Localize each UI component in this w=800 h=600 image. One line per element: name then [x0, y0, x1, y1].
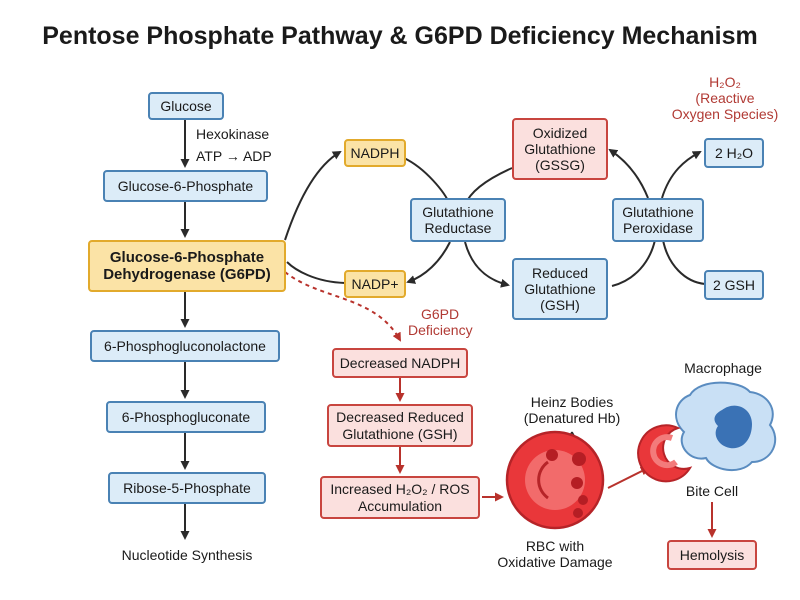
heinz-line2: (Denatured Hb) [523, 410, 621, 427]
nadph-label: NADPH [350, 144, 400, 161]
phosphogluconate-label: 6-Phosphogluconate [121, 408, 251, 425]
nucleotide-synthesis-label: Nucleotide Synthesis [121, 547, 253, 563]
nadp-label: NADP+ [351, 275, 399, 292]
arrow-rbc-to-bitecell [607, 467, 650, 489]
rbc-label: RBC with Oxidative Damage [490, 538, 620, 570]
g6p-label: Glucose-6-Phosphate [117, 177, 254, 194]
gsh-line1: Reduced [531, 264, 589, 281]
macrophage-graphic [675, 381, 777, 472]
h2o2-ros-label: H₂O₂ (Reactive Oxygen Species) [660, 74, 790, 122]
decreased-gsh-line2: Glutathione (GSH) [342, 425, 458, 442]
arrow-reductase-to-nadp [406, 241, 451, 284]
g6pd-line2: Dehydrogenase (G6PD) [103, 266, 271, 283]
box-increased-ros: Increased H₂O₂ / ROS Accumulation [320, 476, 480, 519]
increased-line1: Increased H₂O₂ / ROS [330, 481, 470, 498]
gssg-line2: Glutathione [524, 140, 596, 157]
rbc-line2: Oxidative Damage [497, 554, 613, 571]
reductase-line1: Glutathione [422, 203, 494, 220]
macrophage-label: Macrophage [684, 360, 762, 376]
box-ribose: Ribose-5-Phosphate [108, 472, 266, 504]
gssg-line3: (GSSG) [535, 157, 585, 174]
heinz-line1: Heinz Bodies [530, 394, 614, 410]
box-decreased-gsh: Decreased Reduced Glutathione (GSH) [327, 404, 473, 447]
box-2gsh: 2 GSH [704, 270, 764, 300]
ribose-label: Ribose-5-Phosphate [123, 479, 251, 496]
reductase-line2: Reductase [424, 220, 492, 236]
h2o2-line3: Oxygen Species) [671, 106, 779, 123]
gsh-line3: (GSH) [540, 297, 580, 314]
gsh2-label: 2 GSH [712, 276, 755, 293]
box-g6pd: Glucose-6-Phosphate Dehydrogenase (G6PD) [88, 240, 286, 292]
box-g6p: Glucose-6-Phosphate [103, 170, 268, 202]
atp-adp-label: ATP → ADP [196, 148, 272, 164]
box-decreased-nadph: Decreased NADPH [332, 348, 468, 378]
peroxidase-line1: Glutathione [622, 203, 694, 220]
glucose-label: Glucose [160, 97, 212, 114]
h2o-label: 2 H₂O [714, 144, 754, 161]
heinz-bodies-label: Heinz Bodies (Denatured Hb) [515, 394, 629, 426]
box-glutathione-peroxidase: Glutathione Peroxidase [612, 198, 704, 242]
decreased-gsh-line1: Decreased Reduced [336, 409, 464, 426]
peroxidase-line2: Peroxidase [622, 220, 694, 236]
diagram-title: Pentose Phosphate Pathway & G6PD Deficie… [42, 22, 758, 50]
decreased-nadph-label: Decreased NADPH [339, 354, 461, 371]
box-hemolysis: Hemolysis [667, 540, 757, 570]
arrow-peroxidase-to-h2o [661, 151, 702, 199]
box-glucose: Glucose [148, 92, 224, 120]
increased-line2: Accumulation [357, 497, 443, 514]
rbc-cell-graphic [505, 430, 605, 530]
h2o2-line2: (Reactive [695, 90, 755, 107]
box-h2o: 2 H₂O [704, 138, 764, 168]
dashed-arrow-g6pd-deficiency [284, 271, 401, 342]
hexokinase-label: Hexokinase [196, 126, 270, 142]
box-phosphogluconate: 6-Phosphogluconate [106, 401, 266, 433]
gsh-line2: Glutathione [524, 280, 596, 297]
arrow-reductase-to-gsh [464, 241, 510, 288]
box-nadph: NADPH [344, 139, 406, 167]
line-gsh2-to-peroxidase [662, 239, 706, 285]
bite-cell-label: Bite Cell [685, 483, 739, 499]
deficiency-line1: G6PD [420, 306, 460, 322]
arrow-peroxidase-to-gssg [608, 148, 649, 199]
g6pd-deficiency-label: G6PD Deficiency [408, 306, 473, 339]
arrow-g6pd-to-nadph [284, 150, 342, 241]
box-nadp: NADP+ [344, 270, 406, 298]
bite-cell-graphic [637, 424, 693, 483]
box-glutathione-reductase: Glutathione Reductase [410, 198, 506, 242]
gssg-line1: Oxidized [532, 124, 588, 141]
g6pd-line1: Glucose-6-Phosphate [109, 248, 265, 266]
hemolysis-label: Hemolysis [679, 546, 745, 563]
box-gssg: Oxidized Glutathione (GSSG) [512, 118, 608, 180]
h2o2-line1: H₂O₂ [709, 74, 741, 90]
arc-gsh-to-peroxidase [611, 239, 656, 287]
deficiency-line2: Deficiency [408, 322, 473, 339]
rbc-line1: RBC with [525, 538, 585, 554]
phosphogluconolactone-label: 6-Phosphogluconolactone [104, 337, 266, 354]
box-phosphogluconolactone: 6-Phosphogluconolactone [90, 330, 280, 362]
line-nadp-to-g6pd [286, 261, 346, 284]
box-gsh: Reduced Glutathione (GSH) [512, 258, 608, 320]
